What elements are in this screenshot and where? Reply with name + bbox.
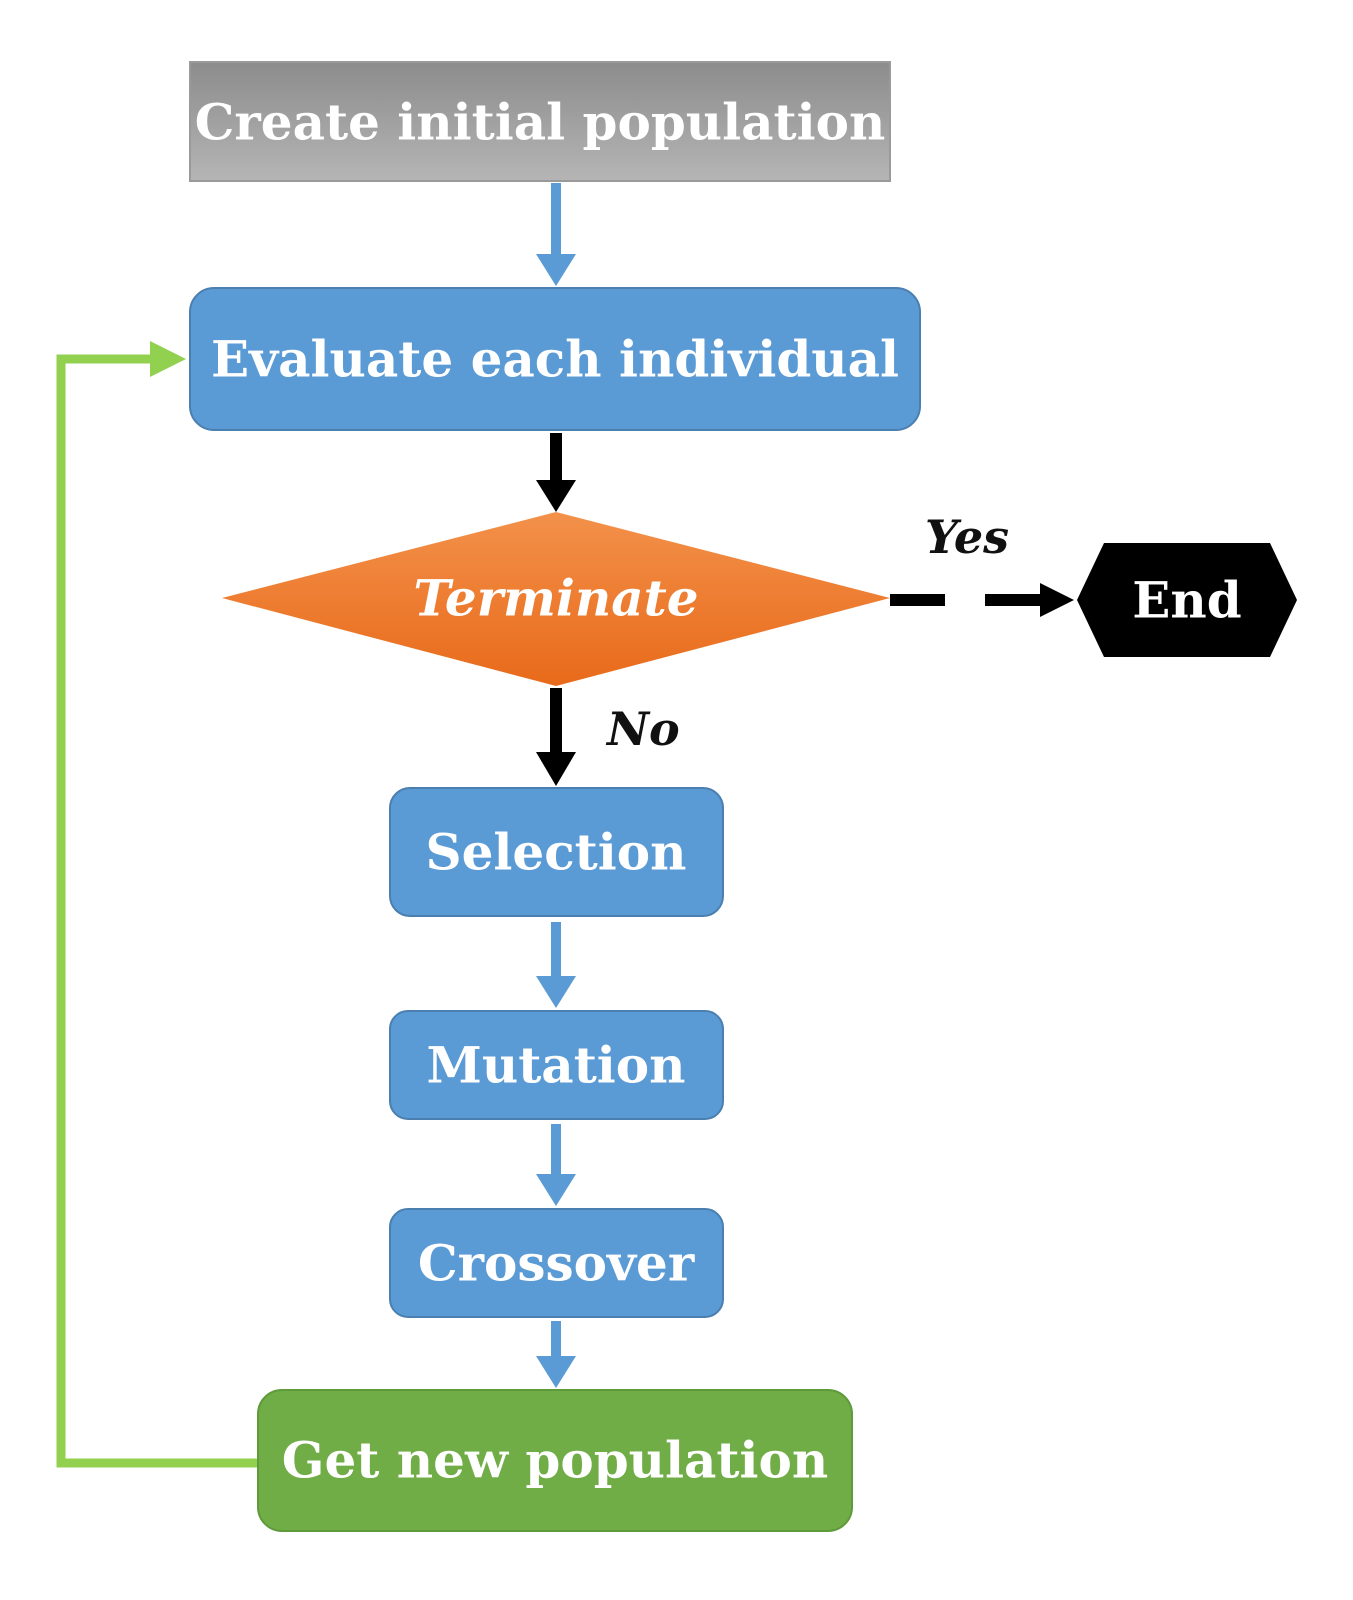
edge-evaluate-to-terminate: [536, 433, 576, 512]
node-crossover: Crossover: [389, 1208, 724, 1318]
node-evaluate-each-individual: Evaluate each individual: [189, 287, 921, 431]
node-mutation: Mutation: [389, 1010, 724, 1120]
node-terminate-decision: Terminate: [222, 512, 890, 686]
edge-create-to-evaluate: [536, 183, 576, 286]
node-label-get-new-population: Get new population: [282, 1431, 828, 1490]
node-label-create-initial-population: Create initial population: [195, 93, 886, 152]
edge-terminate-to-selection: [536, 688, 576, 786]
node-label-selection: Selection: [426, 823, 687, 882]
node-label-mutation: Mutation: [427, 1036, 686, 1095]
edge-crossover-to-new-population: [536, 1321, 576, 1388]
node-label-crossover: Crossover: [418, 1234, 695, 1293]
node-label-evaluate-each-individual: Evaluate each individual: [211, 330, 899, 389]
edge-label-yes: Yes: [925, 510, 1009, 564]
edge-label-no: No: [605, 702, 680, 756]
edge-loop-back-to-evaluate: [56, 341, 258, 1468]
node-label-terminate: Terminate: [413, 569, 698, 628]
node-label-end: End: [1132, 571, 1241, 630]
edge-mutation-to-crossover: [536, 1124, 576, 1206]
node-get-new-population: Get new population: [257, 1389, 853, 1532]
node-create-initial-population: Create initial population: [189, 61, 891, 182]
edge-terminate-to-end: [890, 583, 1074, 617]
node-selection: Selection: [389, 787, 724, 917]
node-end: End: [1077, 543, 1297, 657]
edge-selection-to-mutation: [536, 922, 576, 1008]
